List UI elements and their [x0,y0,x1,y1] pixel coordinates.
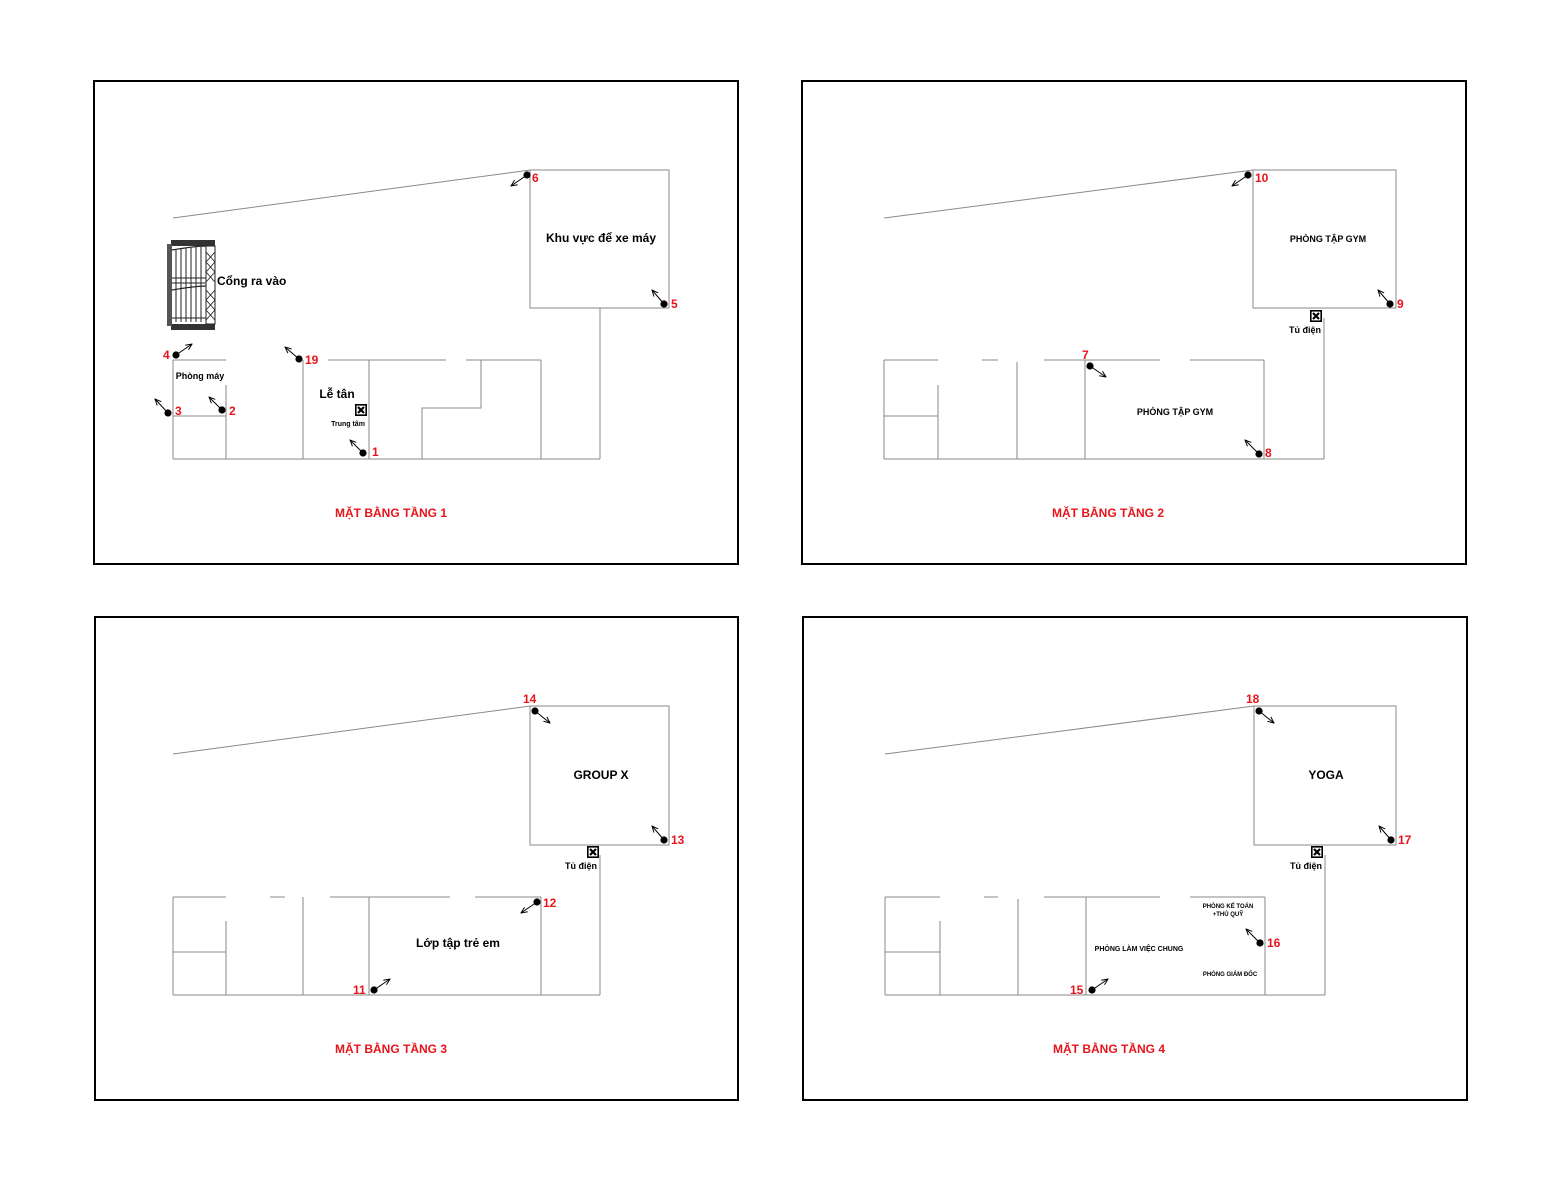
panel-label: Tủ điện [1289,325,1321,335]
marker-number: 3 [175,404,182,418]
panel-label: Tủ điện [1290,861,1322,871]
gate-icon [167,240,216,330]
marker-number: 19 [305,353,319,367]
camera-marker: 4 [163,344,192,362]
floor-1-walls [172,169,670,460]
floor-2-frame [801,80,1467,565]
marker-number: 4 [163,348,170,362]
floor-3-markers: 11 12 13 14 [353,692,685,997]
floor-2-markers: 7 8 9 10 [1082,171,1404,460]
marker-number: 7 [1082,348,1089,362]
marker-number: 11 [353,983,366,997]
room-label-gym-main: PHÒNG TẬP GYM [1137,406,1213,417]
floor-4-markers: 15 16 17 18 [1070,692,1412,997]
marker-number: 15 [1070,983,1084,997]
camera-marker: 13 [652,826,685,847]
room-label-machine-room: Phòng máy [176,371,225,381]
camera-marker: 16 [1246,929,1281,950]
room-label-shared-office: PHÒNG LÀM VIỆC CHUNG [1095,944,1184,953]
floor-3-title: MẶT BẰNG TẦNG 3 [335,1041,447,1056]
floor-1-title: MẶT BẰNG TẦNG 1 [335,505,447,520]
room-label-group-x: GROUP X [573,768,628,782]
floor-2-panel: PHÒNG TẬP GYM PHÒNG TẬP GYM Tủ điện MẶT … [801,80,1467,565]
camera-marker: 11 [353,979,390,997]
floor-1-frame [93,80,739,565]
electrical-panel-icon [1311,846,1323,858]
floor-1-panel: Khu vực để xe máy Cổng ra vào Phòng máy … [93,80,739,565]
floor-1-markers: 1 2 3 4 5 6 19 [155,171,678,459]
camera-marker: 5 [652,290,678,311]
electrical-panel-icon [1310,310,1322,322]
room-label-reception: Lễ tân [319,386,354,401]
camera-marker: 6 [511,171,539,186]
camera-marker: 2 [209,397,236,418]
marker-number: 17 [1398,833,1412,847]
room-label-director: PHÒNG GIÁM ĐỐC [1203,970,1258,978]
marker-number: 5 [671,297,678,311]
camera-marker: 10 [1232,171,1269,186]
floor-4-walls [884,705,1397,996]
room-label-kids-class: Lớp tập trẻ em [416,936,500,950]
camera-marker: 7 [1082,348,1106,377]
room-label-accounting: PHÒNG KẾ TOÁN [1203,902,1254,910]
marker-number: 10 [1255,171,1269,185]
marker-number: 18 [1246,692,1260,706]
room-label-parking: Khu vực để xe máy [546,231,656,245]
camera-marker: 19 [285,347,319,367]
floor-4-panel: YOGA Tủ điện PHÒNG KẾ TOÁN +THỦ QUỸ PHÒN… [802,616,1468,1101]
marker-number: 14 [523,692,537,706]
floor-3-frame [94,616,739,1101]
camera-marker: 8 [1245,440,1272,460]
floor-3-panel: GROUP X Lớp tập trẻ em Tủ điện MẶT BẰNG … [94,616,739,1101]
marker-number: 16 [1267,936,1281,950]
floor-2-walls [883,169,1397,460]
marker-number: 12 [543,896,557,910]
marker-number: 8 [1265,446,1272,460]
marker-number: 6 [532,171,539,185]
panel-label: Tủ điện [565,861,597,871]
camera-marker: 17 [1379,826,1412,847]
room-label-gate: Cổng ra vào [217,274,286,288]
room-label-treasurer: +THỦ QUỸ [1213,911,1244,918]
room-label-yoga: YOGA [1308,768,1344,782]
marker-number: 13 [671,833,685,847]
floor-4-title: MẶT BẰNG TẦNG 4 [1053,1041,1165,1056]
camera-marker: 9 [1378,290,1404,311]
floor-4-frame [802,616,1468,1101]
room-label-center: Trung tâm [331,421,365,428]
camera-marker: 12 [521,896,557,913]
camera-marker: 15 [1070,979,1108,997]
marker-number: 1 [372,445,379,459]
camera-marker: 18 [1246,692,1274,723]
camera-marker: 14 [523,692,550,723]
marker-number: 9 [1397,297,1404,311]
floor-3-walls [172,705,670,996]
camera-marker: 1 [350,440,379,459]
electrical-panel-icon [355,404,367,416]
electrical-panel-icon [587,846,599,858]
marker-number: 2 [229,404,236,418]
floor-2-title: MẶT BẰNG TẦNG 2 [1052,505,1164,520]
room-label-gym-upper: PHÒNG TẬP GYM [1290,233,1366,244]
camera-marker: 3 [155,399,182,418]
